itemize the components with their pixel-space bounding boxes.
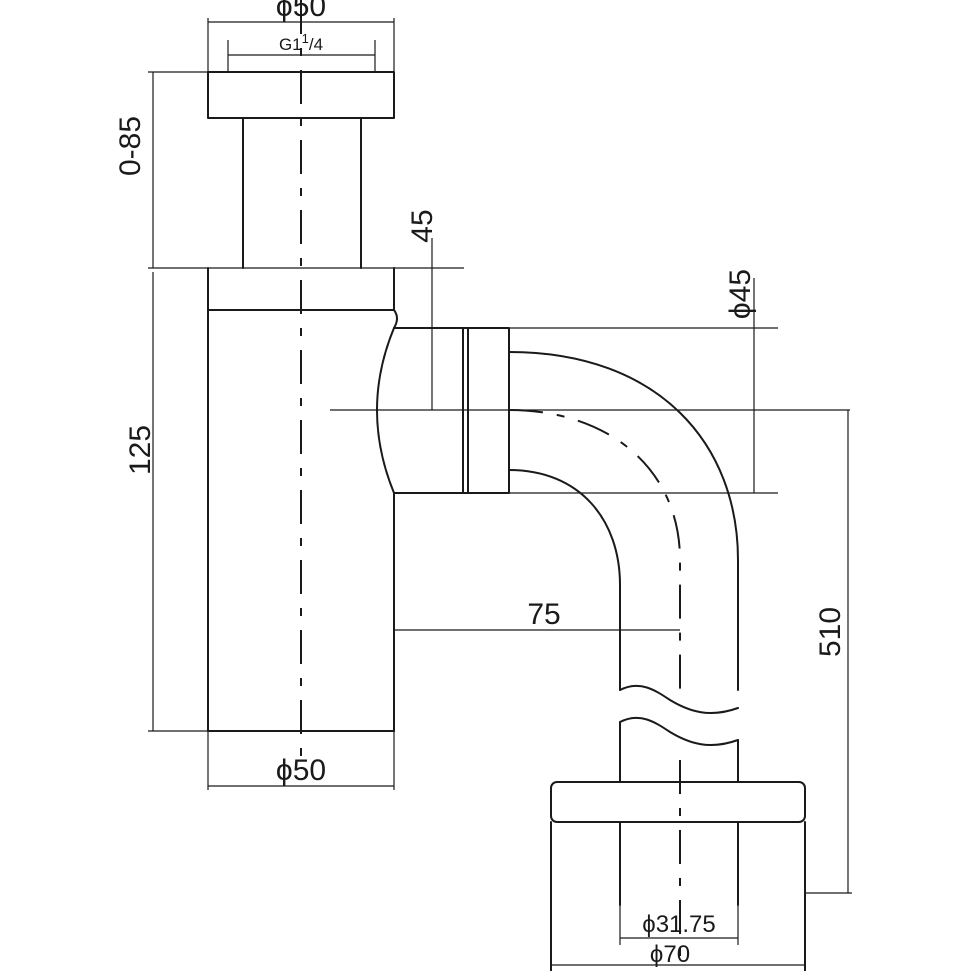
dim-outlet-diameter: ϕ31.75: [619, 905, 739, 945]
top-diameter-label: ϕ50: [276, 0, 326, 23]
dim-overall-510: 510: [805, 410, 852, 894]
bottom-diameter-label: ϕ50: [276, 754, 326, 787]
dim-height-range: 0-85: [114, 71, 208, 268]
centerlines: [300, 0, 850, 960]
bottle-body: [148, 267, 464, 732]
dim-flange-diameter: ϕ70: [551, 941, 805, 968]
threaded-neck: [242, 117, 362, 269]
dim-bottom-diameter: ϕ50: [207, 731, 395, 790]
bottom-flange: [550, 781, 806, 971]
dim-body-height: 125: [124, 272, 208, 732]
side-outlet: [376, 309, 464, 494]
outlet-diameter-label: ϕ31.75: [642, 911, 716, 938]
dim-pipe-diameter: ϕ45: [509, 269, 778, 494]
dim-top-diameter: ϕ50: [207, 0, 395, 72]
dim-horizontal-75: 75: [394, 598, 680, 631]
flange-diameter-label: ϕ70: [650, 941, 690, 968]
thread-label: G11/4: [279, 31, 323, 54]
elbow-pipe: [508, 351, 739, 783]
dim-thread: G11/4: [227, 31, 376, 72]
overall-510-label: 510: [814, 607, 847, 657]
pipe-diameter-label: ϕ45: [724, 269, 757, 319]
offset-45-label: 45: [406, 209, 439, 242]
height-range-label: 0-85: [114, 116, 147, 176]
horizontal-75-label: 75: [527, 598, 560, 631]
dim-offset-45: 45: [406, 209, 439, 410]
body-height-label: 125: [124, 425, 157, 475]
